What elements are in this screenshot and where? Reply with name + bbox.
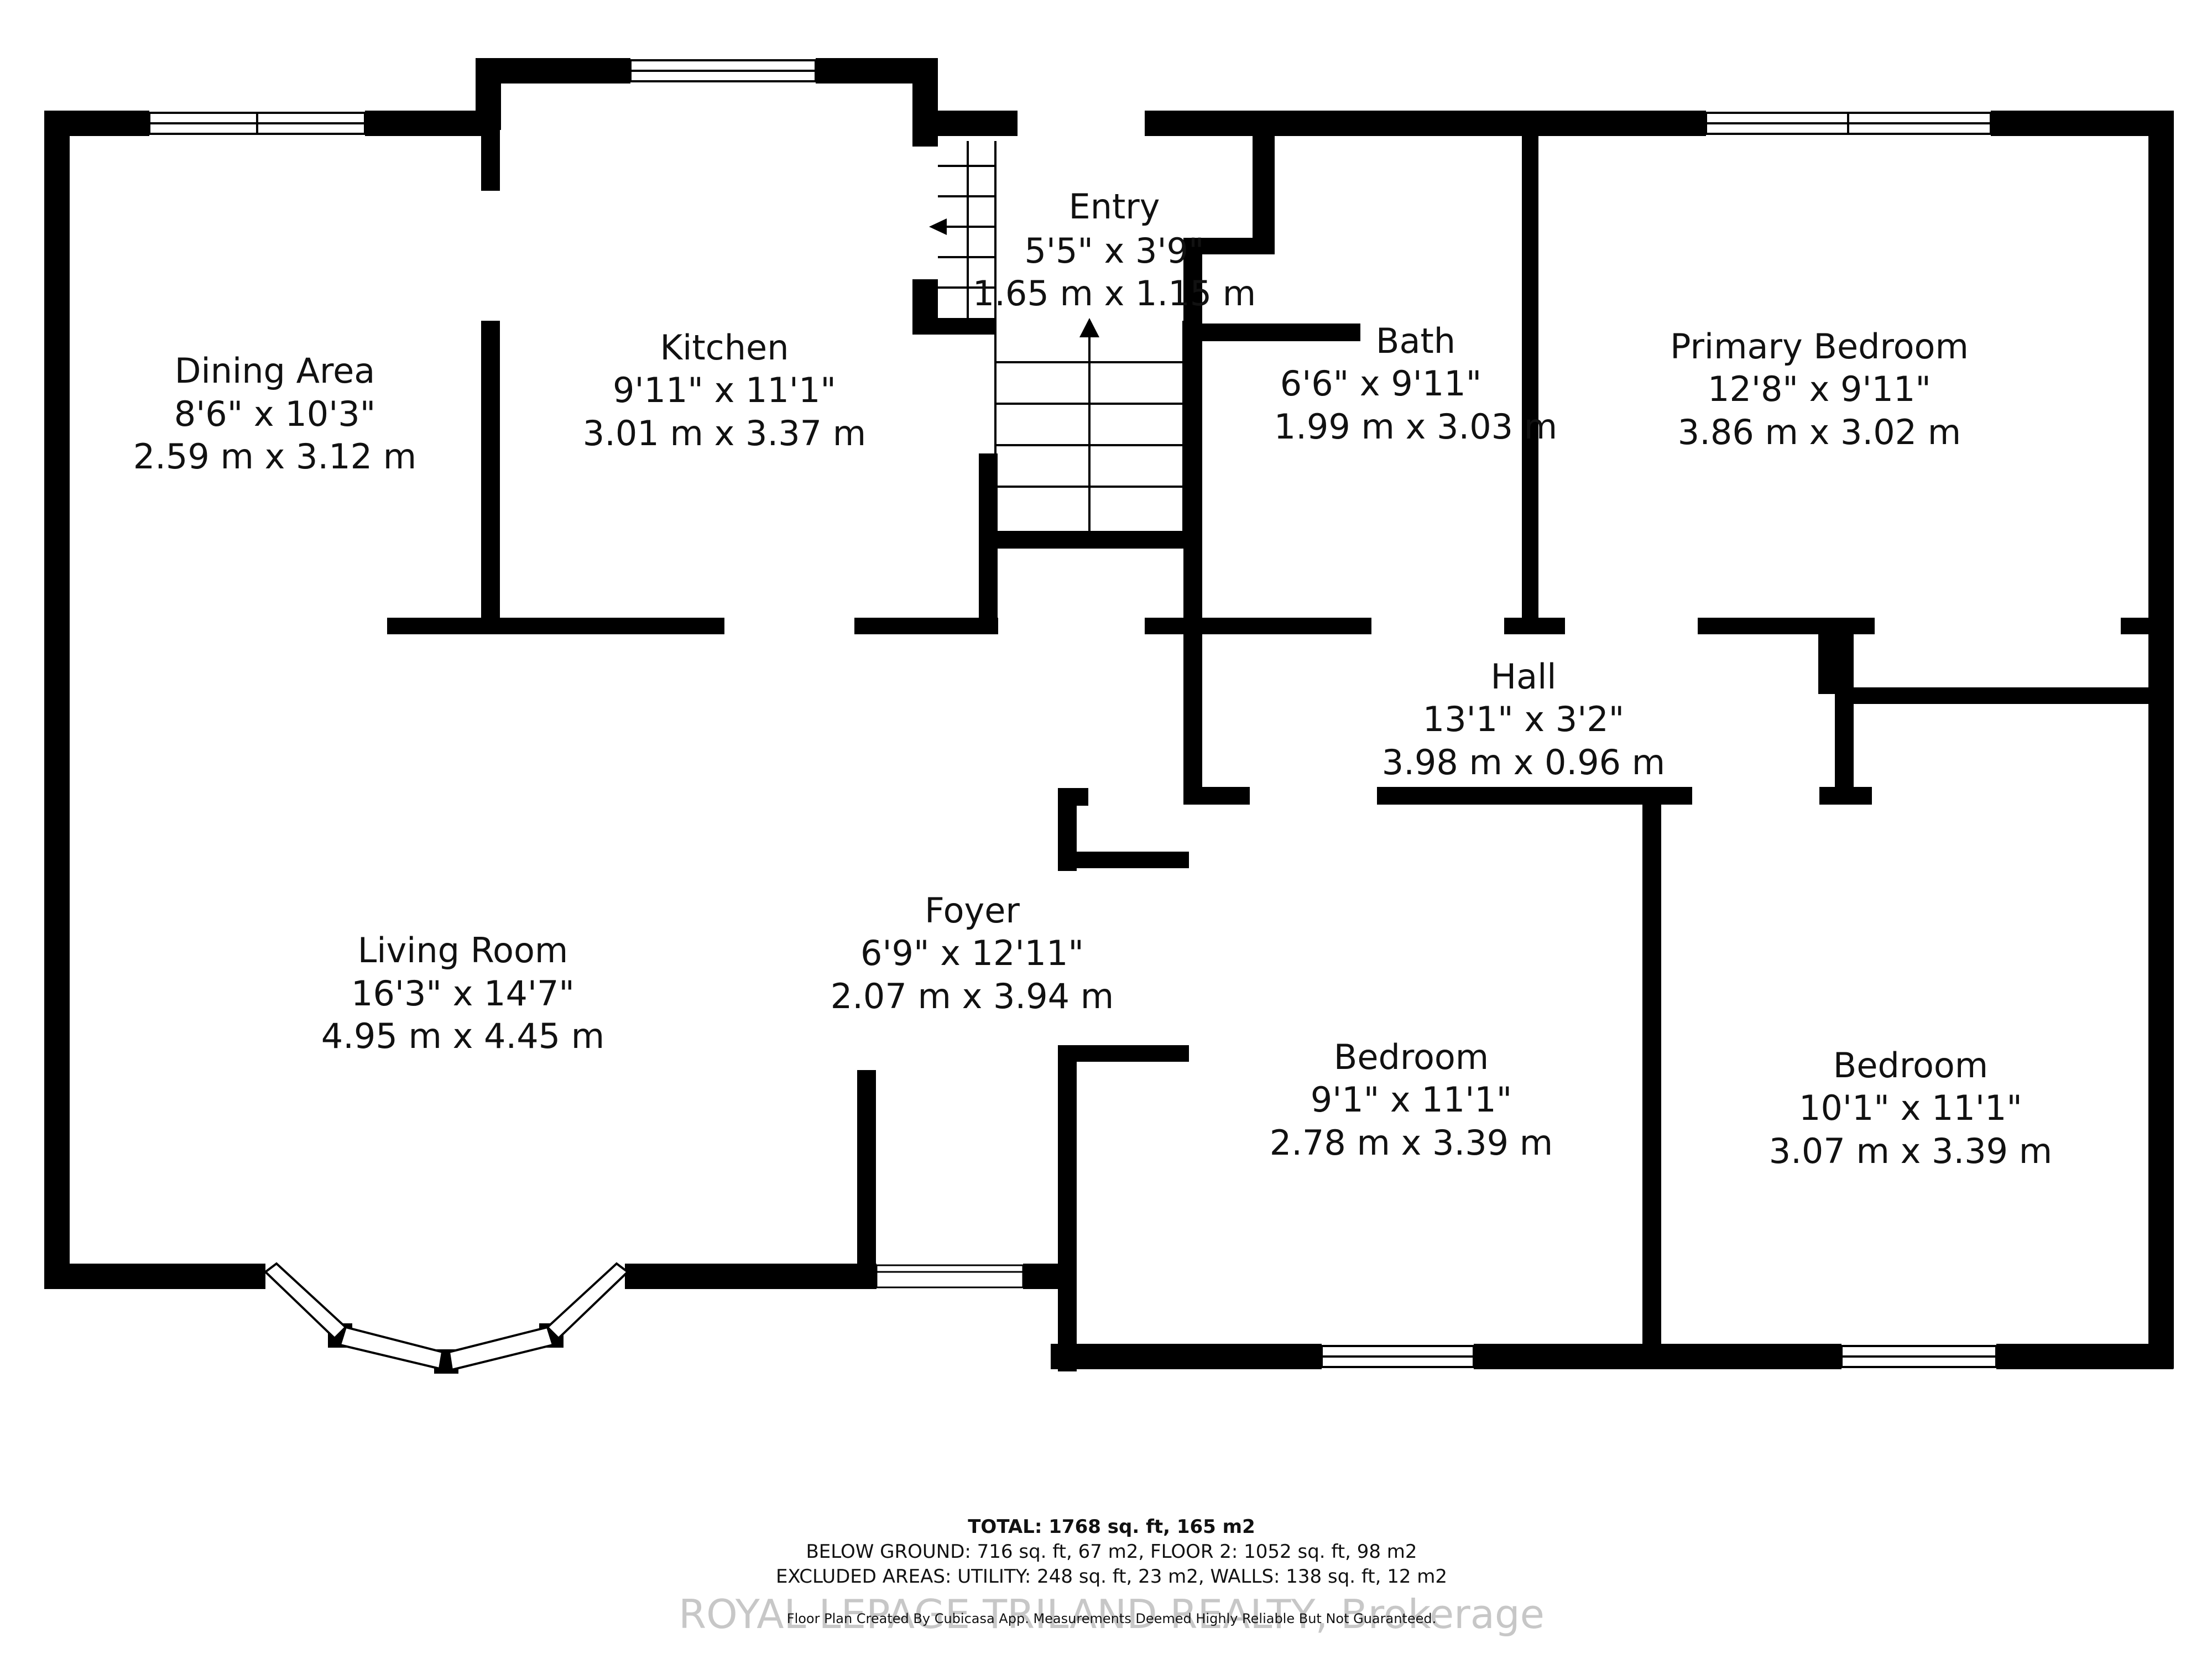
room-labels: Entry 5'5" x 3'9" 1.65 m x 1.15 m Kitche… xyxy=(133,186,2052,1171)
bay-window-right xyxy=(546,1262,630,1340)
footer-disclaimer: Floor Plan Created By Cubicasa App. Meas… xyxy=(787,1611,1436,1626)
wall-dining-kitchen-lower xyxy=(481,321,500,630)
walls xyxy=(44,58,2174,1374)
primary-metric: 3.86 m x 3.02 m xyxy=(1678,412,1961,452)
primary-name: Primary Bedroom xyxy=(1670,326,1969,367)
stairs xyxy=(935,141,1185,531)
wall-foyer-closet-shelf-2 xyxy=(1073,1045,1189,1062)
wall-primary-bottom-mid xyxy=(1698,618,1875,634)
entry-name: Entry xyxy=(1069,186,1160,227)
bedroom1-metric: 2.78 m x 3.39 m xyxy=(1270,1123,1553,1163)
wall-foyer-closet-top-cap xyxy=(1058,788,1088,806)
door-openings xyxy=(875,1264,1024,1288)
footer-total: TOTAL: 1768 sq. ft, 165 m2 xyxy=(968,1516,1255,1538)
windows xyxy=(148,59,1997,1368)
living-name: Living Room xyxy=(358,930,568,971)
wall-bath-stub xyxy=(1200,324,1360,341)
footer-areas: BELOW GROUND: 716 sq. ft, 67 m2, FLOOR 2… xyxy=(806,1541,1417,1563)
bath-name: Bath xyxy=(1376,321,1455,361)
front-door-threshold xyxy=(875,1264,1024,1288)
hall-imperial: 13'1" x 3'2" xyxy=(1423,699,1624,739)
wall-hall-bottom-mid xyxy=(1377,787,1692,805)
wall-bath-top xyxy=(1145,111,1706,136)
wall-hall-bottom-left xyxy=(1183,787,1250,805)
wall-foyer-closet-lower xyxy=(1058,1045,1077,1371)
wall-bath-primary xyxy=(1522,133,1538,633)
wall-bath-bottom xyxy=(1200,618,1371,634)
wall-west xyxy=(44,111,70,1288)
wall-dining-top-left xyxy=(44,111,149,136)
hall-name: Hall xyxy=(1490,656,1556,697)
wall-hall-bottom-right xyxy=(1819,787,1872,805)
bedroom2-metric: 3.07 m x 3.39 m xyxy=(1769,1131,2052,1171)
bedroom2-imperial: 10'1" x 11'1" xyxy=(1799,1088,2022,1128)
wall-living-bottom-right xyxy=(625,1264,877,1289)
wall-south-between xyxy=(1474,1344,1841,1369)
wall-kitchen-bottom-right xyxy=(854,618,998,634)
bedroom1-imperial: 9'1" x 11'1" xyxy=(1311,1079,1512,1120)
stair-arrows xyxy=(929,218,1099,337)
wall-entry-bath xyxy=(1183,238,1202,791)
kitchen-name: Kitchen xyxy=(660,327,789,368)
stair-up-arrow xyxy=(1079,318,1099,337)
wall-primary-top-right xyxy=(1991,111,2173,136)
bath-imperial: 6'6" x 9'11" xyxy=(1280,363,1481,404)
wall-bedroom-divider xyxy=(1642,788,1661,1352)
kitchen-metric: 3.01 m x 3.37 m xyxy=(583,413,866,453)
bay-window-center-right xyxy=(447,1326,555,1371)
foyer-name: Foyer xyxy=(925,890,1020,931)
footer-watermark: ROYAL LEPAGE TRILAND REALTY, Brokerage xyxy=(679,1591,1545,1637)
entry-imperial: 5'5" x 3'9" xyxy=(1024,231,1204,271)
bath-metric: 1.99 m x 3.03 m xyxy=(1274,406,1557,447)
hall-metric: 3.98 m x 0.96 m xyxy=(1382,742,1665,782)
footer-excluded: EXCLUDED AREAS: UTILITY: 248 sq. ft, 23 … xyxy=(776,1566,1447,1588)
wall-foyer-closet-shelf xyxy=(1073,852,1189,868)
wall-entry-stub xyxy=(912,318,995,335)
wall-primary-bottom-left xyxy=(1504,618,1565,634)
dining-name: Dining Area xyxy=(175,351,375,391)
wall-east xyxy=(2148,111,2174,1369)
wall-entry-bath-notch-vertical xyxy=(1253,133,1275,254)
wall-foyer-bottom-right xyxy=(1023,1264,1076,1289)
wall-stair-bottom xyxy=(995,531,1189,549)
wall-entry-top-left xyxy=(912,111,1018,136)
wall-living-bottom-left xyxy=(44,1264,265,1289)
foyer-metric: 2.07 m x 3.94 m xyxy=(831,976,1114,1016)
bay-window xyxy=(263,1262,630,1371)
wall-closet-vertical xyxy=(1835,633,1854,799)
wall-kitchen-top-left xyxy=(476,58,630,84)
living-imperial: 16'3" x 14'7" xyxy=(351,973,575,1014)
bay-window-center-left xyxy=(338,1326,444,1370)
wall-kitchen-bottom-left xyxy=(387,618,724,634)
wall-primary-bottom-right xyxy=(2121,618,2154,634)
bedroom2-name: Bedroom xyxy=(1833,1045,1988,1086)
kitchen-imperial: 9'11" x 11'1" xyxy=(613,370,836,410)
entry-metric: 1.65 m x 1.15 m xyxy=(973,273,1256,314)
living-metric: 4.95 m x 4.45 m xyxy=(321,1016,604,1056)
foyer-imperial: 6'9" x 12'11" xyxy=(860,933,1084,973)
dining-metric: 2.59 m x 3.12 m xyxy=(133,436,416,477)
primary-imperial: 12'8" x 9'11" xyxy=(1708,369,1931,409)
wall-south-bedroom2-right xyxy=(1996,1344,2173,1369)
footer: TOTAL: 1768 sq. ft, 165 m2 BELOW GROUND:… xyxy=(679,1516,1545,1637)
bedroom1-name: Bedroom xyxy=(1334,1037,1489,1077)
dining-imperial: 8'6" x 10'3" xyxy=(174,394,375,434)
wall-south-bedroom1-left xyxy=(1051,1344,1322,1369)
wall-foyer-left xyxy=(857,1070,876,1264)
stair-turn-arrow xyxy=(929,218,947,235)
wall-closet-shelf xyxy=(1850,687,2151,704)
